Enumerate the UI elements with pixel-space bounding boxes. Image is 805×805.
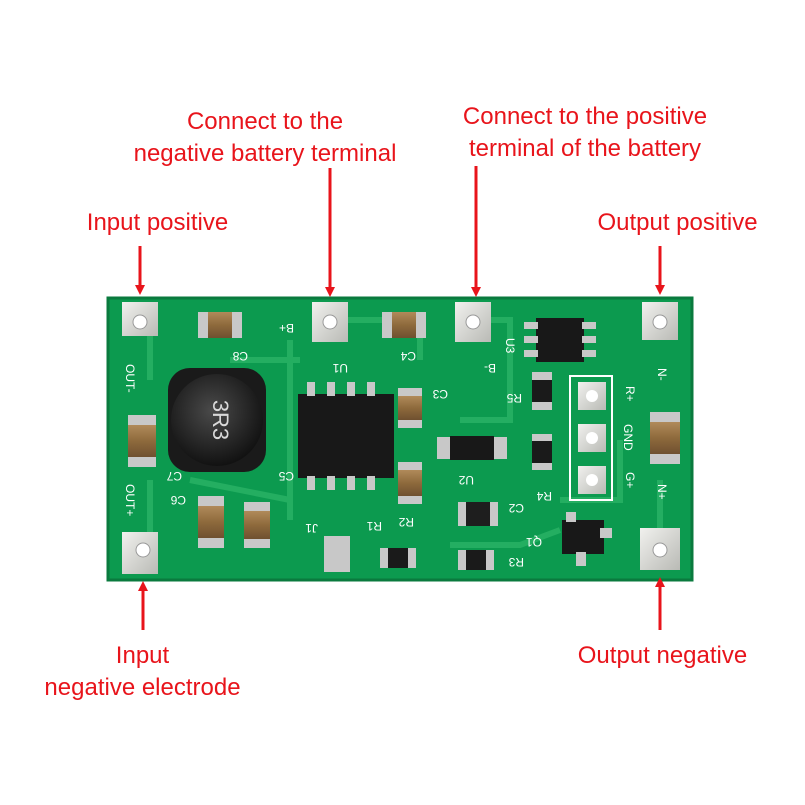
silk-q1: Q1 xyxy=(526,535,542,549)
label-input-positive: Input positive xyxy=(86,209,229,236)
silk-u1: U1 xyxy=(332,361,348,375)
header-pads xyxy=(569,375,613,501)
inductor-marking: 3R3 xyxy=(208,400,233,440)
inductor: 3R3 xyxy=(168,368,266,472)
silk-r4: R4 xyxy=(536,489,552,503)
silk-n-plus: N+ xyxy=(655,484,669,500)
terminal-pads xyxy=(122,302,680,574)
silk-c8: C8 xyxy=(232,349,248,363)
silk-r1: R1 xyxy=(366,519,382,533)
silk-gnd: GND xyxy=(621,424,635,451)
silk-b-plus: B+ xyxy=(279,321,294,335)
resistors xyxy=(380,372,552,570)
silk-b-minus: B- xyxy=(484,361,496,375)
label-line: Connect to the positive xyxy=(462,103,708,130)
transistor-q1 xyxy=(562,512,612,566)
silk-c4: C4 xyxy=(400,349,416,363)
silk-c2: C2 xyxy=(508,501,524,515)
silk-j1: J1 xyxy=(305,521,318,535)
silk-out-minus: OUT- xyxy=(123,364,137,393)
silk-c6: C6 xyxy=(170,493,186,507)
silk-out-plus: OUT+ xyxy=(123,484,137,516)
chip-u1 xyxy=(298,382,394,490)
label-line: terminal of the battery xyxy=(468,135,702,162)
silk-g-plus: G+ xyxy=(623,472,637,488)
label-output-negative: Output negative xyxy=(577,642,748,669)
silk-c5: C5 xyxy=(278,469,294,483)
silk-c7: C7 xyxy=(166,469,182,483)
silk-c3: C3 xyxy=(432,387,448,401)
silk-u3: U3 xyxy=(503,338,517,354)
label-line: negative electrode xyxy=(44,674,241,701)
silk-u2: U2 xyxy=(458,473,474,487)
label-input-negative-electrode: Input negative electrode xyxy=(20,640,265,704)
pcb-edge xyxy=(106,296,694,582)
label-line: negative battery terminal xyxy=(133,140,397,167)
silk-r5: R5 xyxy=(506,391,522,405)
silk-r-plus: R+ xyxy=(623,386,637,402)
chip-u3 xyxy=(524,318,596,362)
silk-r3: R3 xyxy=(508,555,524,569)
silk-n-minus: N- xyxy=(655,368,669,381)
label-positive-battery-terminal: Connect to the positive terminal of the … xyxy=(430,101,740,165)
label-output-positive: Output positive xyxy=(597,209,758,236)
label-negative-battery-terminal: Connect to the negative battery terminal xyxy=(100,106,430,170)
diode-u2 xyxy=(437,436,507,460)
capacitors xyxy=(128,312,680,572)
label-line: Connect to the xyxy=(186,108,344,135)
annotation-arrows xyxy=(135,166,665,630)
label-line: Input xyxy=(115,642,170,669)
silk-r2: R2 xyxy=(398,515,414,529)
